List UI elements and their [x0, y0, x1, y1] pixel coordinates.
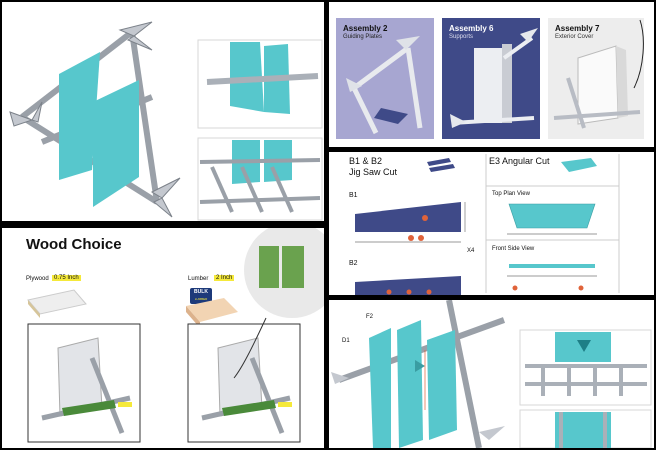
assembly-card[interactable]: Assembly 6 Supports	[442, 18, 540, 139]
turbine-render-panel	[2, 2, 324, 221]
assembly-subtitle: Exterior Cover	[555, 34, 594, 40]
label-f2: F2	[366, 314, 374, 320]
cut-subtitle-jig-saw: Jig Saw Cut	[349, 167, 398, 177]
assembly-subtitle: Supports	[449, 34, 474, 40]
top-plan-view-label: Top Plan View	[492, 191, 530, 197]
assembly-subtitle: Guiding Plates	[343, 34, 383, 40]
label-d1: D1	[342, 338, 350, 344]
plywood-label: Plywood	[26, 276, 49, 282]
page-title: Wood Choice	[26, 236, 122, 253]
blade-assembly-illustration	[331, 300, 652, 448]
cut-title-b1-b2: B1 & B2	[349, 156, 383, 166]
assembly-illustration	[450, 28, 538, 128]
wood-choice-panel: Wood Choice Plywood 0.75 Inch Lumber 2 I…	[2, 228, 324, 448]
x4-label: X4	[467, 248, 475, 254]
assembly-illustration	[553, 19, 644, 129]
bulk-lumber-logo: BULK LUMBER	[190, 288, 212, 304]
b1-label: B1	[349, 192, 358, 199]
front-side-view-label: Front Side View	[492, 246, 535, 252]
cut-diagrams-panel: B1 & B2 Jig Saw Cut E3 Angular Cut B1 B2…	[329, 152, 654, 295]
blade-assembly-panel: F2 D1 F1	[329, 300, 654, 448]
assembly-title: Assembly 2	[343, 24, 388, 33]
turbine-illustration	[9, 21, 323, 221]
cut-title-e3: E3 Angular Cut	[489, 156, 550, 166]
assembly-title: Assembly 6	[449, 24, 494, 33]
lumber-size-badge: 2 Inch	[214, 275, 235, 281]
plywood-size-badge: 0.75 Inch	[52, 275, 81, 281]
assembly-card[interactable]: Assembly 7 Exterior Cover	[548, 18, 644, 139]
wood-choice-illustrations	[27, 228, 324, 443]
cut-diagram-drawings	[355, 154, 620, 295]
b2-label: B2	[349, 260, 358, 267]
assembly-illustration	[346, 36, 423, 135]
assembly-stages-panel: Assembly 2 Guiding Plates Assembly 6 Sup…	[329, 2, 654, 147]
assembly-card[interactable]: Assembly 2 Guiding Plates	[336, 18, 434, 139]
assembly-title: Assembly 7	[555, 24, 600, 33]
lumber-label: Lumber	[188, 276, 209, 282]
